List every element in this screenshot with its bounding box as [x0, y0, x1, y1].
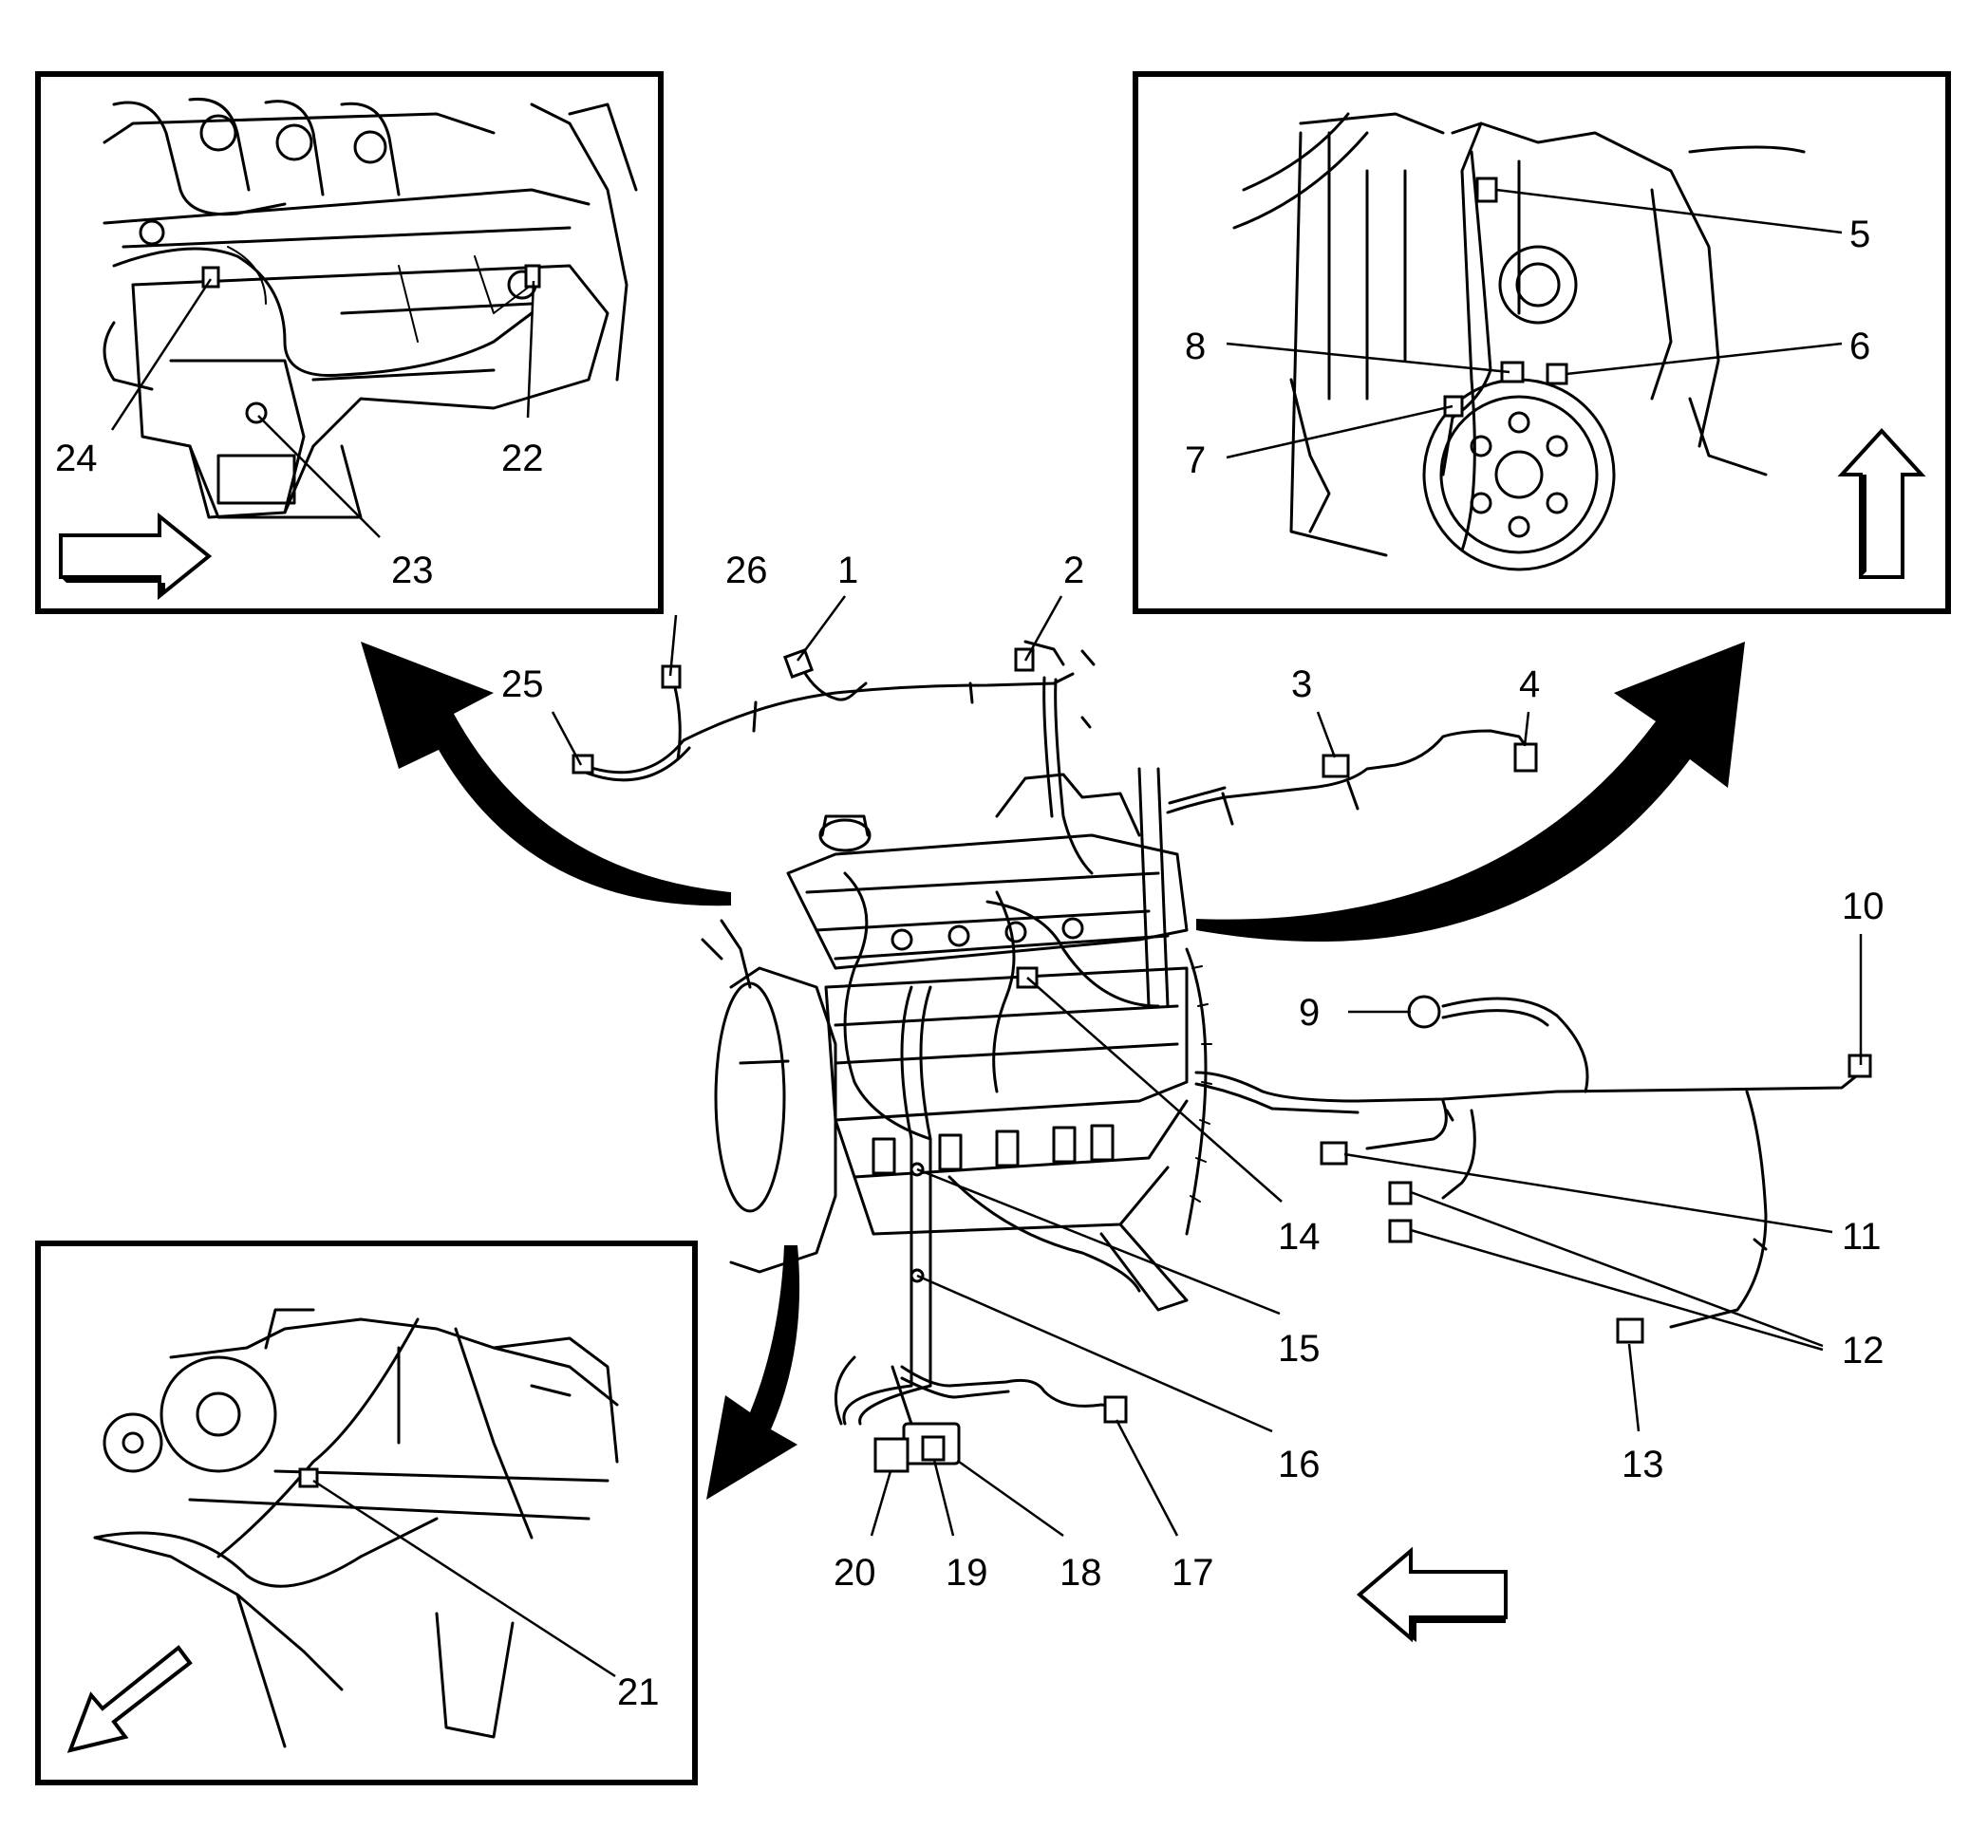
callout-24: 24 [55, 438, 98, 479]
connector-19 [921, 1435, 946, 1462]
callout-7: 7 [1185, 439, 1206, 481]
upper-harness [572, 640, 1096, 875]
callout-21: 21 [617, 1671, 660, 1713]
zoom-arrow-to-top-left-icon [361, 642, 731, 906]
connector-13 [1616, 1317, 1644, 1344]
inset-top-left: 24 22 23 [35, 71, 664, 614]
callout-10: 10 [1842, 886, 1885, 927]
callout-13: 13 [1622, 1444, 1664, 1485]
main-callouts: 1 2 3 4 25 26 9 10 11 12 13 14 15 16 17 … [501, 550, 1885, 1594]
sensor-connector-7 [1443, 395, 1464, 418]
callout-12: 12 [1842, 1330, 1885, 1372]
inset-top-right: 5 8 6 7 [1133, 71, 1951, 614]
connector-17 [1103, 1395, 1128, 1424]
sensor-connector-24 [201, 266, 220, 289]
callout-19: 19 [946, 1552, 988, 1594]
callout-25: 25 [501, 663, 544, 705]
connector-3 [1322, 754, 1350, 778]
callout-1: 1 [837, 550, 858, 591]
callout-3: 3 [1291, 663, 1312, 705]
callout-20: 20 [834, 1552, 876, 1594]
callout-8: 8 [1185, 326, 1206, 367]
connector-12b [1388, 1219, 1413, 1243]
callout-9: 9 [1299, 992, 1320, 1034]
upper-right-harness [1166, 729, 1538, 826]
callout-17: 17 [1172, 1552, 1214, 1594]
callout-5: 5 [1849, 214, 1870, 255]
inset-top-right-engine-drawing [1232, 112, 1806, 571]
callout-6: 6 [1849, 326, 1870, 367]
connector-4 [1513, 742, 1538, 773]
callout-11: 11 [1842, 1216, 1882, 1258]
callout-18: 18 [1060, 1552, 1102, 1594]
callout-26: 26 [725, 550, 768, 591]
inset-top-left-engine-drawing [103, 97, 638, 519]
callout-4: 4 [1519, 663, 1540, 705]
callout-23: 23 [391, 550, 434, 591]
sensor-connector-6 [1546, 363, 1568, 385]
connector-9 [1407, 995, 1441, 1029]
connector-11 [1320, 1141, 1348, 1166]
inset-bottom-left-engine-drawing [93, 1308, 619, 1748]
inset-bottom-left: 21 [35, 1241, 698, 1785]
connector-20 [873, 1437, 910, 1473]
lower-right-harness [1194, 995, 1872, 1344]
zoom-arrow-to-bottom-left-icon [706, 1245, 800, 1500]
connector-1 [782, 647, 815, 680]
callout-16: 16 [1278, 1444, 1321, 1485]
bottom-harness [834, 1355, 1128, 1473]
zoom-arrow-to-top-right-icon [1196, 642, 1745, 942]
callout-15: 15 [1278, 1328, 1321, 1370]
sensor-connector-21 [298, 1467, 319, 1488]
inset-top-right-frame [1133, 71, 1951, 614]
connector-12a [1388, 1181, 1413, 1205]
sensor-connector-5 [1475, 177, 1498, 203]
inset-top-left-frame [35, 71, 664, 614]
callout-2: 2 [1063, 550, 1084, 591]
main-leader-lines [551, 595, 1863, 1538]
callout-14: 14 [1278, 1216, 1321, 1258]
view-arrow-left [1356, 1546, 1508, 1643]
central-engine [701, 767, 1212, 1426]
callout-22: 22 [501, 438, 544, 479]
view-arrow-down-left-icon [66, 1645, 193, 1753]
view-arrow-left-icon [1356, 1546, 1508, 1643]
